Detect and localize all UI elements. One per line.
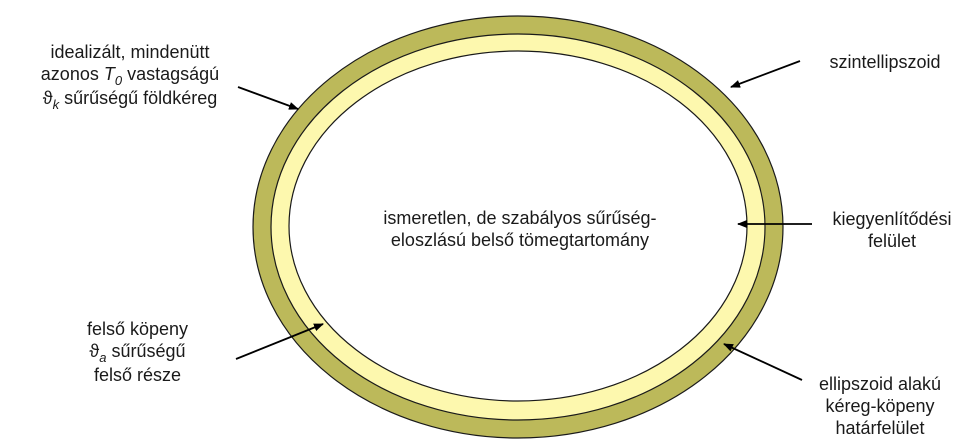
boundary-label-line1: ellipszoid alakú xyxy=(818,374,942,394)
crust-label-line2-post: vastagságú xyxy=(127,64,220,84)
mantle-density-symbol: ϑ xyxy=(89,341,100,361)
level-ellipsoid-arrow xyxy=(730,60,801,88)
inner-mass-region xyxy=(288,50,748,402)
inner-mass-label: ismeretlen, de szabályos sűrűség- eloszl… xyxy=(320,207,720,251)
level-ellipsoid-label: szintellipszoid xyxy=(795,51,975,73)
crust-label-line3: ϑk sűrűségű földkéreg xyxy=(5,87,255,112)
compensation-label-line1: kiegyenlítődési xyxy=(832,209,952,229)
compensation-surface-label: kiegyenlítődési felület xyxy=(812,208,972,252)
thickness-subscript: 0 xyxy=(114,73,123,88)
crust-label-line2: azonos T0 vastagságú xyxy=(5,63,255,88)
upper-mantle-label-line3: felső része xyxy=(93,365,182,385)
crust-density-symbol: ϑ xyxy=(42,88,53,108)
mantle-density-subscript: a xyxy=(99,350,107,365)
inner-mass-label-line2: eloszlású belső tömegtartomány xyxy=(390,230,650,250)
thickness-symbol: T xyxy=(103,64,115,84)
upper-mantle-label: felső köpeny ϑa sűrűségű felső része xyxy=(50,318,225,386)
crust-arrow xyxy=(237,86,299,110)
upper-mantle-label-line2-post: sűrűségű xyxy=(111,341,186,361)
boundary-label-line2: kéreg-köpeny xyxy=(825,396,935,416)
upper-mantle-arrow xyxy=(235,323,324,360)
crust-label-line2-pre: azonos xyxy=(40,64,99,84)
upper-mantle-label-line2: ϑa sűrűségű xyxy=(50,340,225,365)
level-ellipsoid-label-line1: szintellipszoid xyxy=(829,52,941,72)
crust-label: idealizált, mindenütt azonos T0 vastagsá… xyxy=(5,41,255,112)
crust-density-subscript: k xyxy=(52,97,60,112)
compensation-label-line2: felület xyxy=(867,231,917,251)
boundary-label-line3: határfelület xyxy=(835,418,925,438)
upper-mantle-label-line1: felső köpeny xyxy=(86,319,189,339)
crust-mantle-boundary-label: ellipszoid alakú kéreg-köpeny határfelül… xyxy=(790,373,970,439)
crust-label-line3-post: sűrűségű földkéreg xyxy=(64,88,218,108)
boundary-arrow xyxy=(723,343,803,381)
inner-mass-label-line1: ismeretlen, de szabályos sűrűség- xyxy=(383,208,657,228)
crust-label-line1: idealizált, mindenütt xyxy=(50,42,210,62)
